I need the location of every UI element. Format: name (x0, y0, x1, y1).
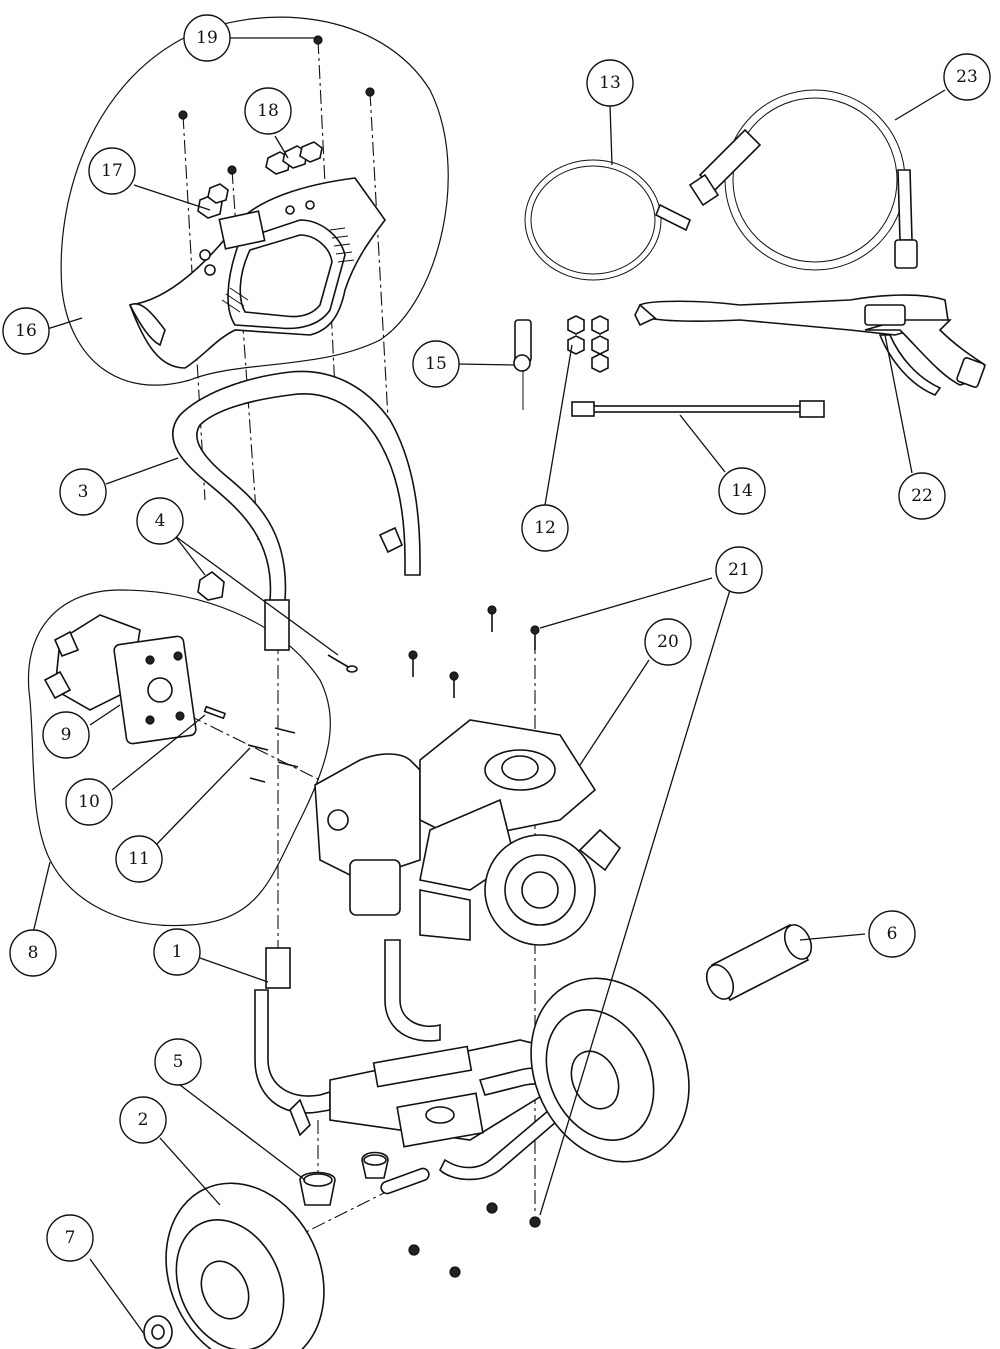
bolt-icon (408, 605, 540, 698)
svg-text:1: 1 (172, 942, 183, 962)
svg-text:6: 6 (887, 924, 898, 944)
frame-handle-icon (172, 370, 421, 651)
svg-text:22: 22 (911, 486, 933, 506)
callout-13: 13 (586, 59, 634, 107)
callout-4: 4 (136, 497, 184, 545)
svg-text:2: 2 (138, 1110, 149, 1130)
svg-text:18: 18 (257, 101, 279, 121)
bolt-icon (247, 727, 299, 783)
svg-text:12: 12 (534, 518, 556, 538)
group-outline-8 (28, 589, 331, 927)
svg-text:19: 19 (196, 28, 218, 48)
callout-11: 11 (115, 835, 163, 883)
svg-text:5: 5 (173, 1052, 184, 1072)
callout-2: 2 (119, 1096, 167, 1144)
svg-text:8: 8 (28, 943, 39, 963)
axis-line (369, 91, 391, 456)
nozzle-set-icon (567, 315, 609, 373)
callout-15: 15 (412, 340, 460, 388)
callout-10: 10 (65, 778, 113, 826)
wheel-cap-icon (143, 1315, 173, 1349)
callout-16: 16 (2, 307, 50, 355)
svg-text:20: 20 (657, 632, 679, 652)
callout-18: 18 (244, 87, 292, 135)
svg-text:11: 11 (128, 849, 150, 869)
callout-22: 22 (898, 472, 946, 520)
key-icon (203, 705, 227, 720)
control-panel-icon (128, 177, 386, 369)
filter-icon (513, 319, 532, 410)
svg-text:16: 16 (15, 321, 37, 341)
svg-text:14: 14 (731, 481, 753, 501)
callout-17: 17 (88, 147, 136, 195)
callout-6: 6 (868, 910, 916, 958)
svg-text:4: 4 (155, 511, 166, 531)
svg-text:10: 10 (78, 792, 100, 812)
callout-9: 9 (42, 711, 90, 759)
axis-line (187, 714, 331, 786)
svg-text:15: 15 (425, 354, 447, 374)
svg-text:3: 3 (78, 482, 89, 502)
callout-5: 5 (154, 1038, 202, 1086)
callout-12: 12 (521, 504, 569, 552)
callout-14: 14 (718, 467, 766, 515)
engine-icon (314, 719, 622, 946)
nut-icon (408, 1202, 541, 1278)
hose-icon (688, 89, 918, 271)
bolt-icon (327, 654, 358, 673)
callout-19: 19 (183, 14, 231, 62)
svg-text:7: 7 (65, 1228, 76, 1248)
wheel-icon (165, 1182, 325, 1349)
svg-text:17: 17 (101, 161, 123, 181)
callout-23: 23 (943, 53, 991, 101)
handle-sleeve-icon (705, 923, 813, 1002)
svg-text:9: 9 (61, 725, 72, 745)
siphon-hose-icon (524, 159, 692, 281)
spray-gun-icon (634, 294, 987, 396)
callout-20: 20 (644, 618, 692, 666)
callout-1: 1 (153, 928, 201, 976)
leader-lines (32, 37, 946, 1336)
pump-icon (43, 614, 197, 745)
svg-text:13: 13 (599, 73, 621, 93)
knob-icon (265, 141, 323, 175)
callout-21: 21 (715, 546, 763, 594)
svg-text:23: 23 (956, 67, 978, 87)
callout-8: 8 (9, 929, 57, 977)
knob-icon (197, 183, 229, 219)
group-outline-16 (60, 16, 449, 386)
callout-7: 7 (46, 1214, 94, 1262)
handle-knob-icon (197, 571, 225, 601)
wand-icon (571, 400, 825, 418)
wheel-icon (530, 977, 690, 1163)
callout-3: 3 (59, 468, 107, 516)
rubber-foot-icon (299, 1151, 389, 1206)
panel-screw-icon (178, 35, 375, 175)
svg-text:21: 21 (728, 560, 750, 580)
